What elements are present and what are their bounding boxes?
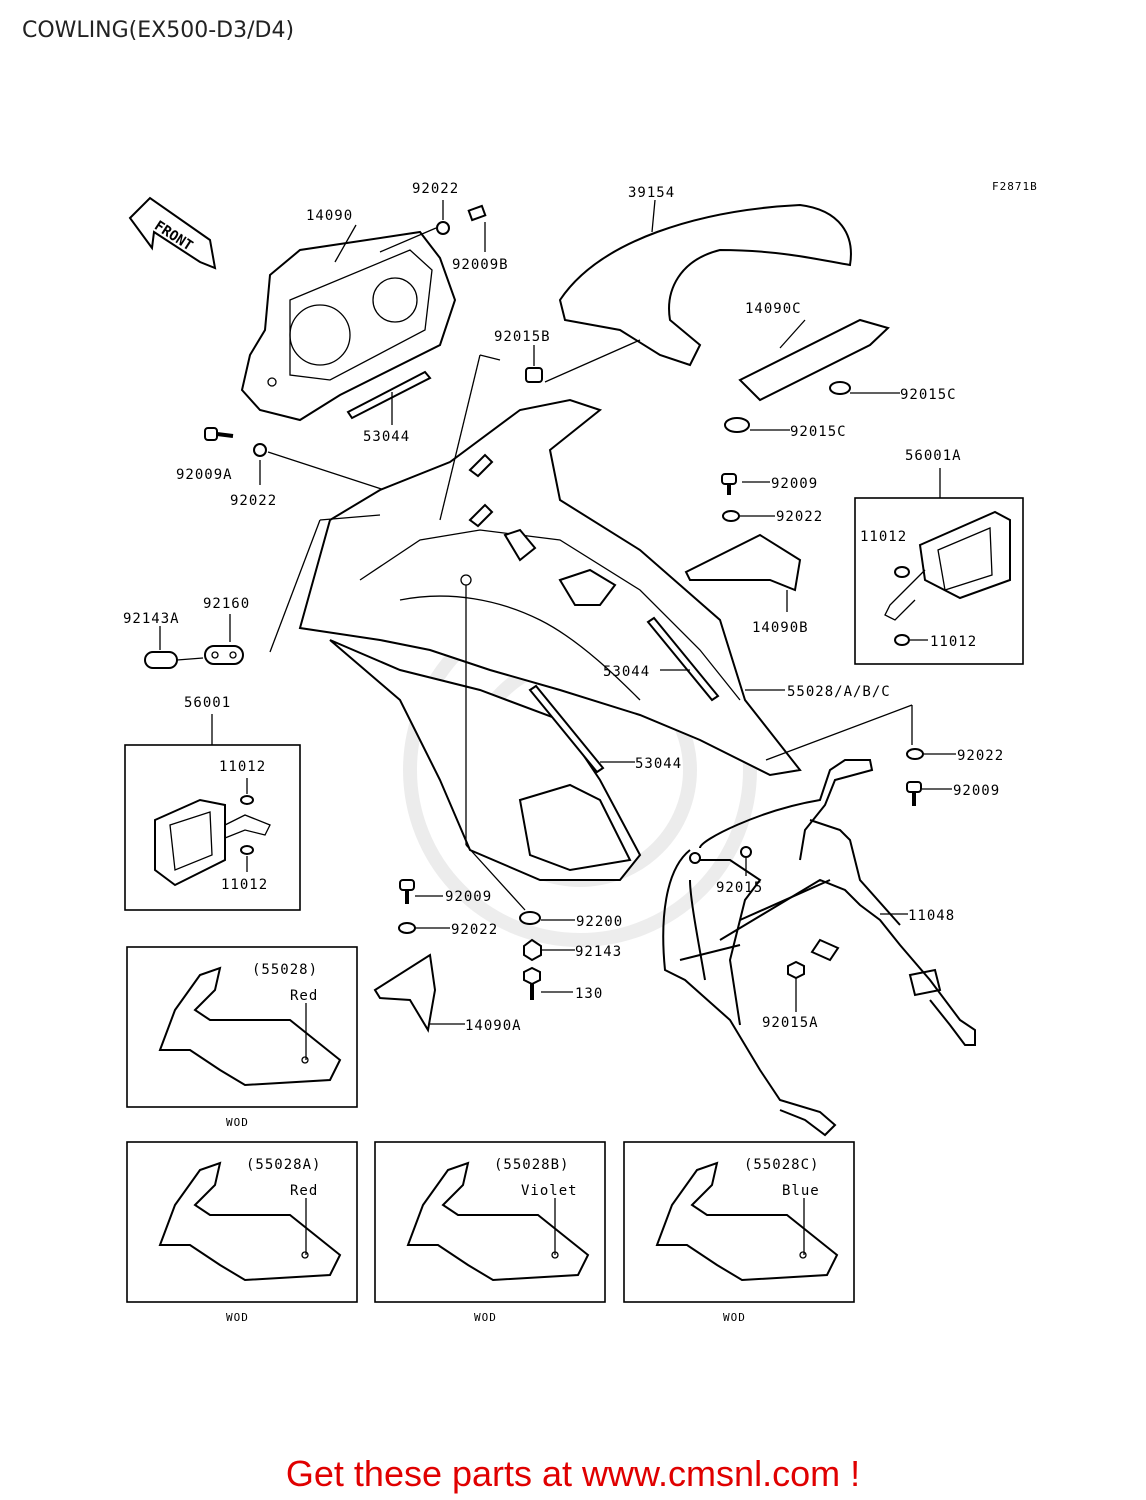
- part-label: 55028/A/B/C: [787, 684, 891, 700]
- variant-box-55028A: (55028A) Red WOD: [126, 1141, 358, 1324]
- figure-code: F2871B: [992, 180, 1038, 193]
- variant-color: Blue: [782, 1183, 820, 1199]
- part-label: 92015B: [494, 329, 551, 345]
- cowling-stay-11048: [662, 759, 976, 1137]
- part-label: 92015A: [762, 1015, 819, 1031]
- part-label: 92022: [412, 181, 459, 197]
- mirror-left-icon: [154, 798, 271, 887]
- part-label: 56001A: [905, 448, 962, 464]
- part-label: 92143A: [123, 611, 180, 627]
- part-label: 92022: [451, 922, 498, 938]
- page-title: COWLING(EX500-D3/D4): [22, 18, 295, 43]
- part-label: 92009: [771, 476, 818, 492]
- part-label: 11048: [908, 908, 955, 924]
- variant-code: (55028C): [744, 1157, 819, 1173]
- mirror-right-icon: [884, 510, 1011, 621]
- part-label: 53044: [635, 756, 682, 772]
- part-label: 130: [575, 986, 603, 1002]
- variant-footnote: WOD: [226, 1116, 249, 1129]
- mirror-box-56001A: [854, 497, 1024, 665]
- variant-color: Red: [290, 1183, 318, 1199]
- windshield-39154: [558, 203, 852, 367]
- part-label: 92022: [230, 493, 277, 509]
- variant-code: (55028): [252, 962, 318, 978]
- part-label: 92009: [953, 783, 1000, 799]
- meter-panel-14090: [240, 230, 457, 422]
- part-label: 92015C: [900, 387, 957, 403]
- part-label: 53044: [363, 429, 410, 445]
- variant-footnote: WOD: [226, 1311, 249, 1324]
- part-label: 11012: [219, 759, 266, 775]
- part-label: 14090C: [745, 301, 802, 317]
- variant-code: (55028B): [494, 1157, 569, 1173]
- part-label: 92200: [576, 914, 623, 930]
- variant-footnote: WOD: [723, 1311, 746, 1324]
- part-label: 11012: [930, 634, 977, 650]
- variant-box-55028B: (55028B) Violet WOD: [374, 1141, 606, 1324]
- part-label: 56001: [184, 695, 231, 711]
- part-label: 92015: [716, 880, 763, 896]
- part-label: 92160: [203, 596, 250, 612]
- part-label: 92143: [575, 944, 622, 960]
- part-label: 14090: [306, 208, 353, 224]
- part-label: 11012: [860, 529, 907, 545]
- part-label: 11012: [221, 877, 268, 893]
- variant-footnote: WOD: [474, 1311, 497, 1324]
- part-label: 92009A: [176, 467, 233, 483]
- part-label: 92015C: [790, 424, 847, 440]
- part-label: 92022: [957, 748, 1004, 764]
- part-label: 92009: [445, 889, 492, 905]
- part-label: 92009B: [452, 257, 509, 273]
- part-label: 14090A: [465, 1018, 522, 1034]
- upper-cowl-55028: [298, 398, 802, 777]
- part-label: 39154: [628, 185, 675, 201]
- part-label: 53044: [603, 664, 650, 680]
- variant-color: Red: [290, 988, 318, 1004]
- front-arrow-icon: FRONT: [128, 196, 217, 270]
- footer-link[interactable]: Get these parts at www.cmsnl.com !: [285, 1453, 861, 1494]
- variant-color: Violet: [521, 1183, 578, 1199]
- variant-box-55028C: (55028C) Blue WOD: [623, 1141, 855, 1324]
- variant-code: (55028A): [246, 1157, 321, 1173]
- part-label: 92022: [776, 509, 823, 525]
- variant-box-55028: (55028) Red WOD: [126, 946, 358, 1129]
- part-label: 14090B: [752, 620, 809, 636]
